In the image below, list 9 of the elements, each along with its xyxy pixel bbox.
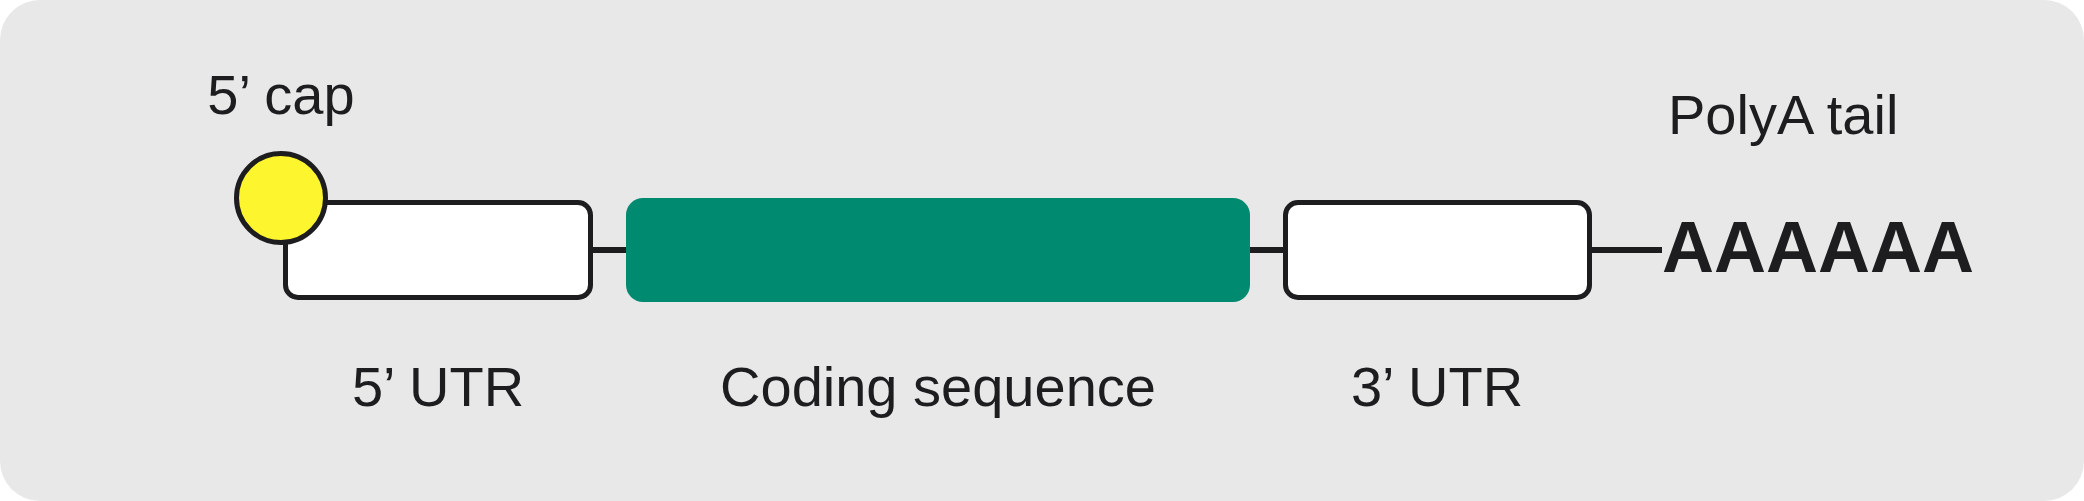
- region-label: 5’ cap: [207, 63, 355, 128]
- connector-line: [593, 247, 626, 253]
- tail-label: PolyA tail: [1668, 83, 1899, 148]
- region-label: Coding sequence: [720, 355, 1156, 420]
- connector-line: [1592, 247, 1662, 253]
- region-label: 5’ UTR: [351, 355, 525, 420]
- region-label: 3’ UTR: [1350, 355, 1524, 420]
- connector-line: [1250, 247, 1283, 253]
- sequence-text: AAAAAA: [1662, 206, 1974, 289]
